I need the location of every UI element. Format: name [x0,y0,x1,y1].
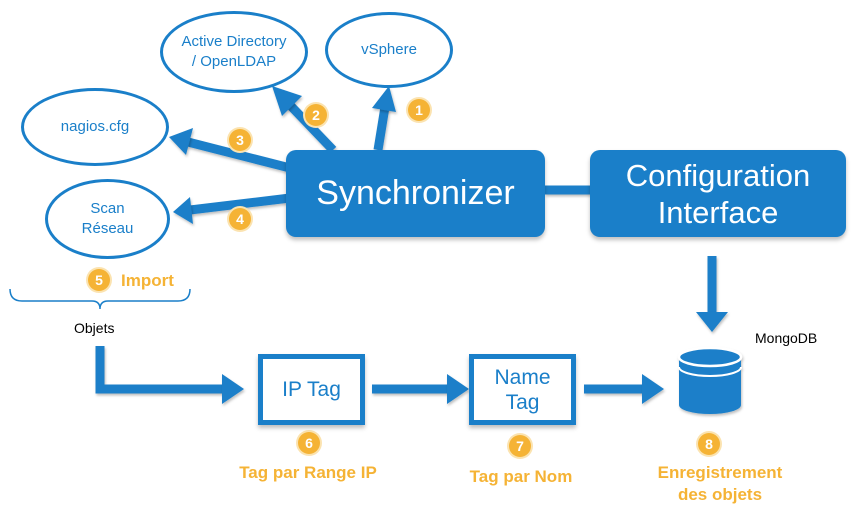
vsphere-source-node: vSphere [325,12,453,88]
tag-par-nom-label: Tag par Nom [469,467,573,486]
arrowhead-db [642,374,664,404]
nagios-source-node: nagios.cfg [21,88,169,166]
arrow-to-nagios [186,137,292,173]
arrow-to-ldap [284,99,337,154]
step-badge-5: 5 [88,269,110,291]
database-icon [677,346,743,414]
arrowhead-ldap [272,86,302,116]
arrowhead-scan [173,197,193,224]
arrow-objects-to-iptag [95,346,225,394]
step-badge-4: 4 [229,208,251,230]
synchronizer-box: Synchronizer [286,150,545,237]
arrowhead-nametag [447,374,469,404]
scan-source-node: Scan Réseau [45,179,170,259]
ldap-source-node: Active Directory / OpenLDAP [160,11,308,93]
arrowhead-config-db [696,312,728,332]
arrow-to-scan [189,193,291,215]
tag-par-range-ip-label: Tag par Range IP [239,463,377,482]
arrow-to-vsphere [373,106,390,151]
step-badge-2: 2 [305,104,327,126]
step-badge-8: 8 [698,433,720,455]
step-badge-7: 7 [509,435,531,457]
import-label: Import [121,271,174,290]
arrowhead-nagios [169,128,193,155]
configuration-interface-box: Configuration Interface [590,150,846,237]
name-tag-box: Name Tag [469,354,576,425]
brace-icon [9,288,191,310]
mongodb-label: MongoDB [755,330,818,346]
step-badge-3: 3 [229,129,251,151]
ip-tag-box: IP Tag [258,354,365,425]
arrowhead-iptag [222,374,244,404]
enregistrement-label: Enregistrement des objets [657,463,783,504]
step-badge-1: 1 [408,99,430,121]
objects-label: Objets [74,320,115,336]
step-badge-6: 6 [298,432,320,454]
arrowhead-vsphere [372,86,396,112]
